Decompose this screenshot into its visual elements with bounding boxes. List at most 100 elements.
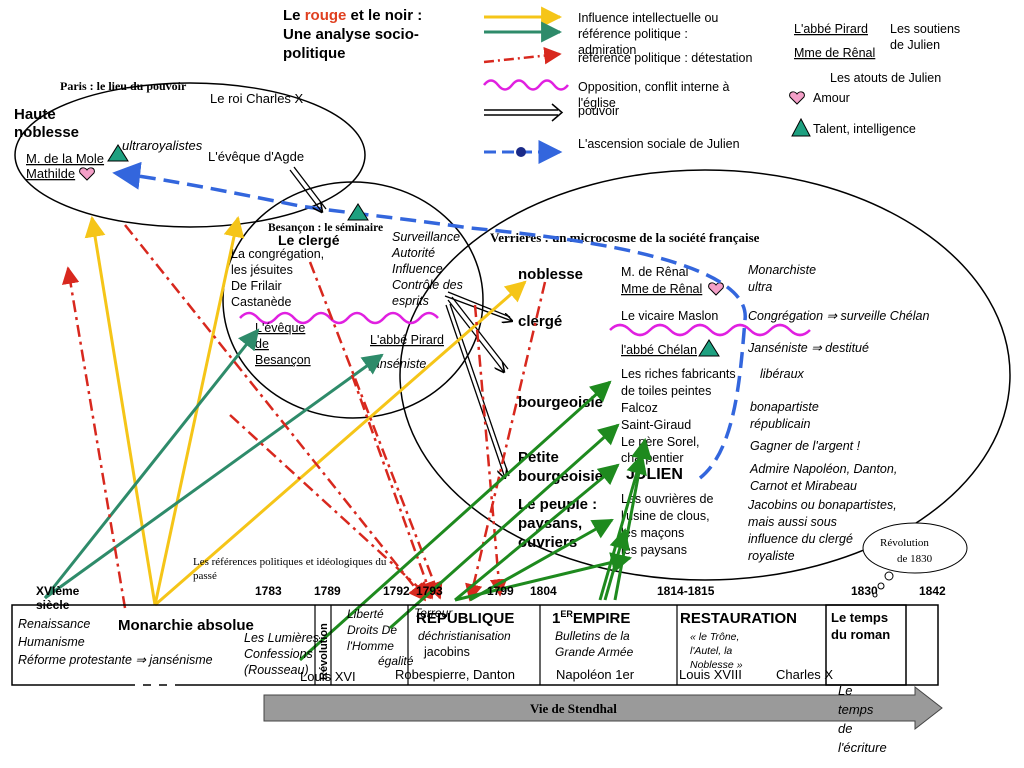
svg-text:La congrégation,: La congrégation, xyxy=(231,247,324,261)
ascension-path xyxy=(112,161,747,480)
svg-text:Gagner de l'argent !: Gagner de l'argent ! xyxy=(750,439,861,453)
paris-ellipse xyxy=(14,82,366,228)
page-title: Le rouge et le noir : Une analyse socio-… xyxy=(283,7,422,62)
svg-text:l'écriture: l'écriture xyxy=(838,740,887,755)
svg-text:Une analyse socio-: Une analyse socio- xyxy=(283,26,419,43)
svg-text:Vie de Stendhal: Vie de Stendhal xyxy=(530,701,617,716)
svg-text:admiration: admiration xyxy=(578,43,636,57)
svg-text:REPUBLIQUE: REPUBLIQUE xyxy=(416,610,514,627)
svg-text:Grande Armée: Grande Armée xyxy=(555,645,634,659)
svg-text:Droits De: Droits De xyxy=(347,623,397,637)
svg-text:mais aussi sous: mais aussi sous xyxy=(748,515,837,529)
svg-text:les jésuites: les jésuites xyxy=(231,263,293,277)
svg-text:temps: temps xyxy=(838,702,874,717)
svg-text:Noblesse »: Noblesse » xyxy=(690,659,743,671)
svg-text:1804: 1804 xyxy=(530,584,557,598)
svg-text:bourgeoisie: bourgeoisie xyxy=(518,394,603,411)
svg-text:Révolution: Révolution xyxy=(318,623,330,680)
svg-text:Saint-Giraud: Saint-Giraud xyxy=(621,418,691,432)
svg-text:Le temps: Le temps xyxy=(831,610,888,625)
svg-text:Carnot et Mirabeau: Carnot et Mirabeau xyxy=(750,479,857,493)
svg-text:les paysans: les paysans xyxy=(621,543,687,557)
svg-text:Talent, intelligence: Talent, intelligence xyxy=(813,122,916,136)
svg-text:1783: 1783 xyxy=(255,584,282,598)
svg-text:Le père Sorel,: Le père Sorel, xyxy=(621,435,700,449)
svg-text:Confessions: Confessions xyxy=(244,647,313,661)
heart-icon xyxy=(708,282,724,296)
legend: Influence intellectuelle ou référence po… xyxy=(483,6,960,164)
svg-text:L'évêque d'Agde: L'évêque d'Agde xyxy=(208,149,304,164)
svg-text:Falcoz: Falcoz xyxy=(621,401,658,415)
svg-text:Les soutiens: Les soutiens xyxy=(890,22,960,36)
svg-text:Congrégation ⇒ surveille Chéla: Congrégation ⇒ surveille Chélan xyxy=(748,309,929,323)
svg-text:Révolution: Révolution xyxy=(880,537,929,549)
svg-text:Castanède: Castanède xyxy=(231,295,292,309)
svg-text:de toiles peintes: de toiles peintes xyxy=(621,384,711,398)
svg-text:l'usine de clous,: l'usine de clous, xyxy=(621,509,710,523)
svg-text:Mme de Rênal: Mme de Rênal xyxy=(794,46,875,60)
svg-text:M. de la Mole: M. de la Mole xyxy=(26,151,104,166)
green-arrows xyxy=(298,380,652,662)
roman-box xyxy=(825,604,907,686)
svg-text:Les références politiques et i: Les références politiques et idéologique… xyxy=(193,556,387,568)
triangle-icon xyxy=(107,144,129,162)
svg-text:Robespierre, Danton: Robespierre, Danton xyxy=(395,667,515,682)
svg-text:pouvoir: pouvoir xyxy=(578,104,619,118)
svg-text:Amour: Amour xyxy=(813,91,850,105)
svg-text:Terreur: Terreur xyxy=(414,606,453,620)
verrieres-ellipse xyxy=(399,169,1011,581)
svg-text:Mme de Rênal: Mme de Rênal xyxy=(621,282,702,296)
svg-text:1830: 1830 xyxy=(851,584,878,598)
svg-text:Renaissance: Renaissance xyxy=(18,617,90,631)
timeline-box xyxy=(11,604,939,686)
svg-text:passé: passé xyxy=(193,570,217,582)
svg-text:Contrôle des: Contrôle des xyxy=(392,278,463,292)
svg-text:Liberté: Liberté xyxy=(347,607,384,621)
svg-text:ouvriers: ouvriers xyxy=(518,534,577,551)
svg-text:Le rouge et le noir :: Le rouge et le noir : xyxy=(283,7,422,24)
svg-text:Besançon : le séminaire: Besançon : le séminaire xyxy=(268,222,383,234)
yellow-arrows xyxy=(84,215,527,607)
svg-text:L'ascension sociale de Julien: L'ascension sociale de Julien xyxy=(578,137,740,151)
svg-text:Le: Le xyxy=(838,683,852,698)
svg-text:1799: 1799 xyxy=(487,584,514,598)
svg-text:Les Lumières: Les Lumières xyxy=(244,631,319,645)
svg-text:l'abbé Chélan: l'abbé Chélan xyxy=(621,343,697,357)
legend-detest-label: référence politique : détestation xyxy=(578,51,752,65)
svg-text:Influence: Influence xyxy=(392,262,443,276)
svg-text:XVIème: XVIème xyxy=(36,584,80,598)
svg-text:1792: 1792 xyxy=(383,584,410,598)
svg-text:L'abbé Pirard: L'abbé Pirard xyxy=(794,22,868,36)
svg-text:1789: 1789 xyxy=(314,584,341,598)
svg-text:égalité: égalité xyxy=(378,654,414,668)
svg-text:Louis XVIII: Louis XVIII xyxy=(679,667,742,682)
svg-text:Mathilde: Mathilde xyxy=(26,166,75,181)
revolution-1830-cloud: Révolution de 1830 xyxy=(862,522,968,598)
svg-text:Monarchie absolue: Monarchie absolue xyxy=(118,617,254,634)
svg-text:clergé: clergé xyxy=(518,313,562,330)
svg-text:Les riches fabricants: Les riches fabricants xyxy=(621,367,736,381)
teal-arrows xyxy=(43,328,384,600)
svg-text:L'abbé Pirard: L'abbé Pirard xyxy=(370,333,444,347)
svg-text:Louis XVI: Louis XVI xyxy=(300,669,356,684)
svg-text:Besançon: Besançon xyxy=(255,353,311,367)
svg-text:ultra: ultra xyxy=(748,280,772,294)
legend-ascension-dot xyxy=(516,147,526,157)
svg-text:1EREMPIRE: 1EREMPIRE xyxy=(552,609,630,627)
svg-text:Verrières : un microcosme de l: Verrières : un microcosme de la société … xyxy=(490,230,760,245)
paris-group: Paris : le lieu du pouvoir Le roi Charle… xyxy=(14,79,304,181)
svg-text:RESTAURATION: RESTAURATION xyxy=(680,610,797,627)
svg-text:Opposition, conflit interne à: Opposition, conflit interne à xyxy=(578,80,730,94)
svg-text:Charles X: Charles X xyxy=(776,667,833,682)
legend-influence-label: Influence intellectuelle ou xyxy=(578,11,718,25)
svg-text:libéraux: libéraux xyxy=(760,367,805,381)
svg-text:déchristianisation: déchristianisation xyxy=(418,629,511,643)
svg-text:Haute: Haute xyxy=(14,106,56,123)
besancon-opposition-wave xyxy=(239,311,439,325)
verrieres-opposition-wave xyxy=(609,323,811,337)
svg-text:Le roi Charles X: Le roi Charles X xyxy=(210,91,304,106)
svg-text:politique: politique xyxy=(283,45,346,62)
svg-text:Réforme protestante ⇒ jansénis: Réforme protestante ⇒ jansénisme xyxy=(18,653,213,667)
svg-text:du roman: du roman xyxy=(831,627,890,642)
